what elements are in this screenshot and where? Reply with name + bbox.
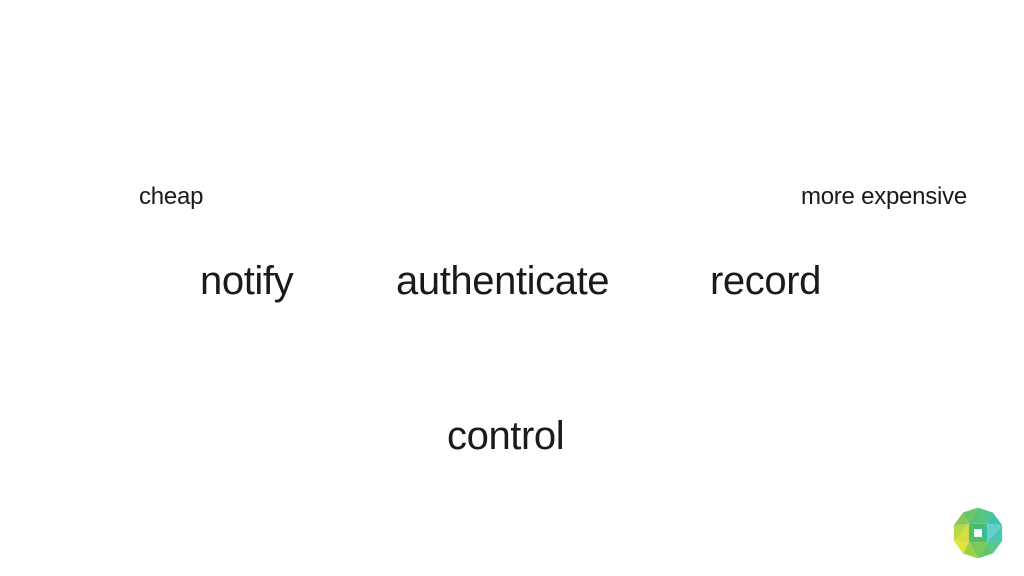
gem-ring-right: [981, 523, 988, 543]
gem-facet: [987, 523, 1003, 543]
gem-facet: [953, 523, 969, 543]
axis-label-cheap: cheap: [139, 183, 204, 210]
gem-facet: [978, 542, 993, 559]
gem-ring-top: [968, 523, 988, 530]
faceted-gem-icon: [953, 507, 1003, 559]
gem-facet: [968, 542, 988, 559]
faceted-gem-logo: [951, 506, 1005, 560]
gem-facet: [978, 507, 993, 524]
gem-facet: [953, 512, 969, 526]
word-record: record: [710, 259, 821, 303]
gem-facet: [987, 540, 1003, 554]
gem-facet: [963, 542, 978, 559]
gem-center-square: [974, 529, 982, 537]
gem-facet: [987, 512, 1003, 526]
gem-facet: [963, 507, 978, 524]
gem-facet: [953, 540, 969, 554]
word-notify: notify: [200, 259, 294, 303]
gem-ring-left: [968, 523, 975, 543]
gem-ring-bottom: [968, 536, 988, 543]
word-control: control: [447, 414, 565, 458]
gem-facet: [987, 525, 1003, 543]
gem-facet: [968, 507, 988, 524]
gem-facet: [953, 523, 969, 541]
word-authenticate: authenticate: [396, 259, 610, 303]
axis-label-more-expensive: more expensive: [800, 183, 967, 210]
